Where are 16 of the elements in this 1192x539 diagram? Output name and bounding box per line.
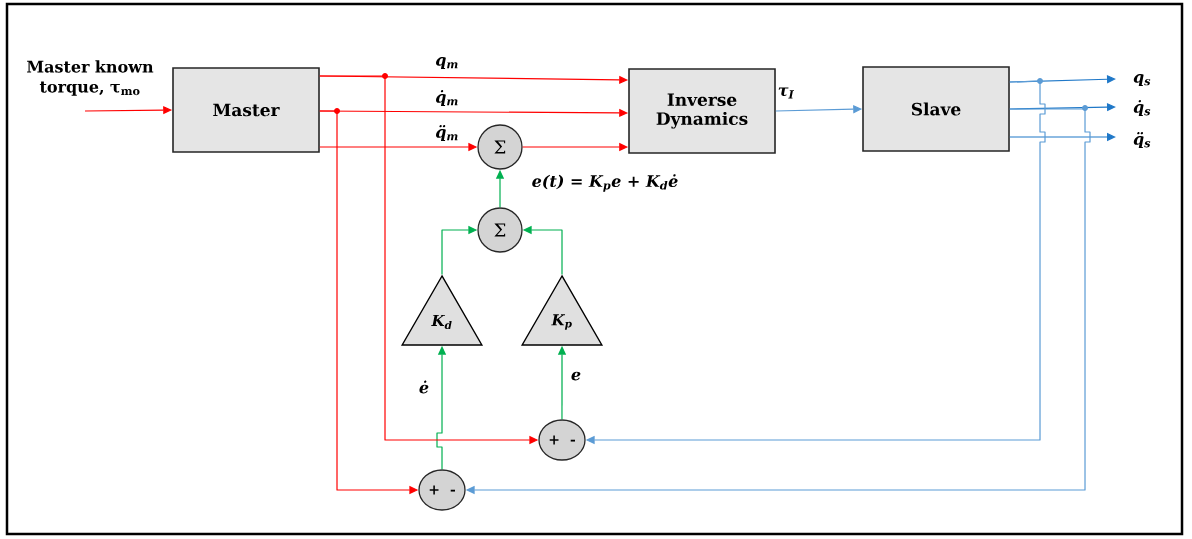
process-box: Slave xyxy=(862,66,1010,152)
process-box: Master xyxy=(172,67,320,153)
edge-label: q̈$_{m}$ xyxy=(436,125,458,141)
summing-junction: Σ xyxy=(477,124,523,170)
summing-junction: Σ xyxy=(477,207,523,253)
process-box: Inverse Dynamics xyxy=(628,68,776,154)
edge-label: q̈$_{s}$ xyxy=(1133,132,1151,148)
edge-label: e(t) = K$_{p}$e + K$_{d}$ė xyxy=(532,174,678,192)
edge-label: τ$_{I}$ xyxy=(778,87,795,99)
edge-label: q$_{s}$ xyxy=(1133,74,1151,86)
edge-label: q$_{m}$ xyxy=(436,57,458,69)
edge-label: q̇$_{s}$ xyxy=(1133,100,1151,116)
edge-label: Master known torque, τ$_{mo}$ xyxy=(27,60,154,96)
edge-label: q̇$_{m}$ xyxy=(436,90,458,106)
edge-label: ė xyxy=(419,380,429,394)
edge-label: e xyxy=(571,371,581,381)
